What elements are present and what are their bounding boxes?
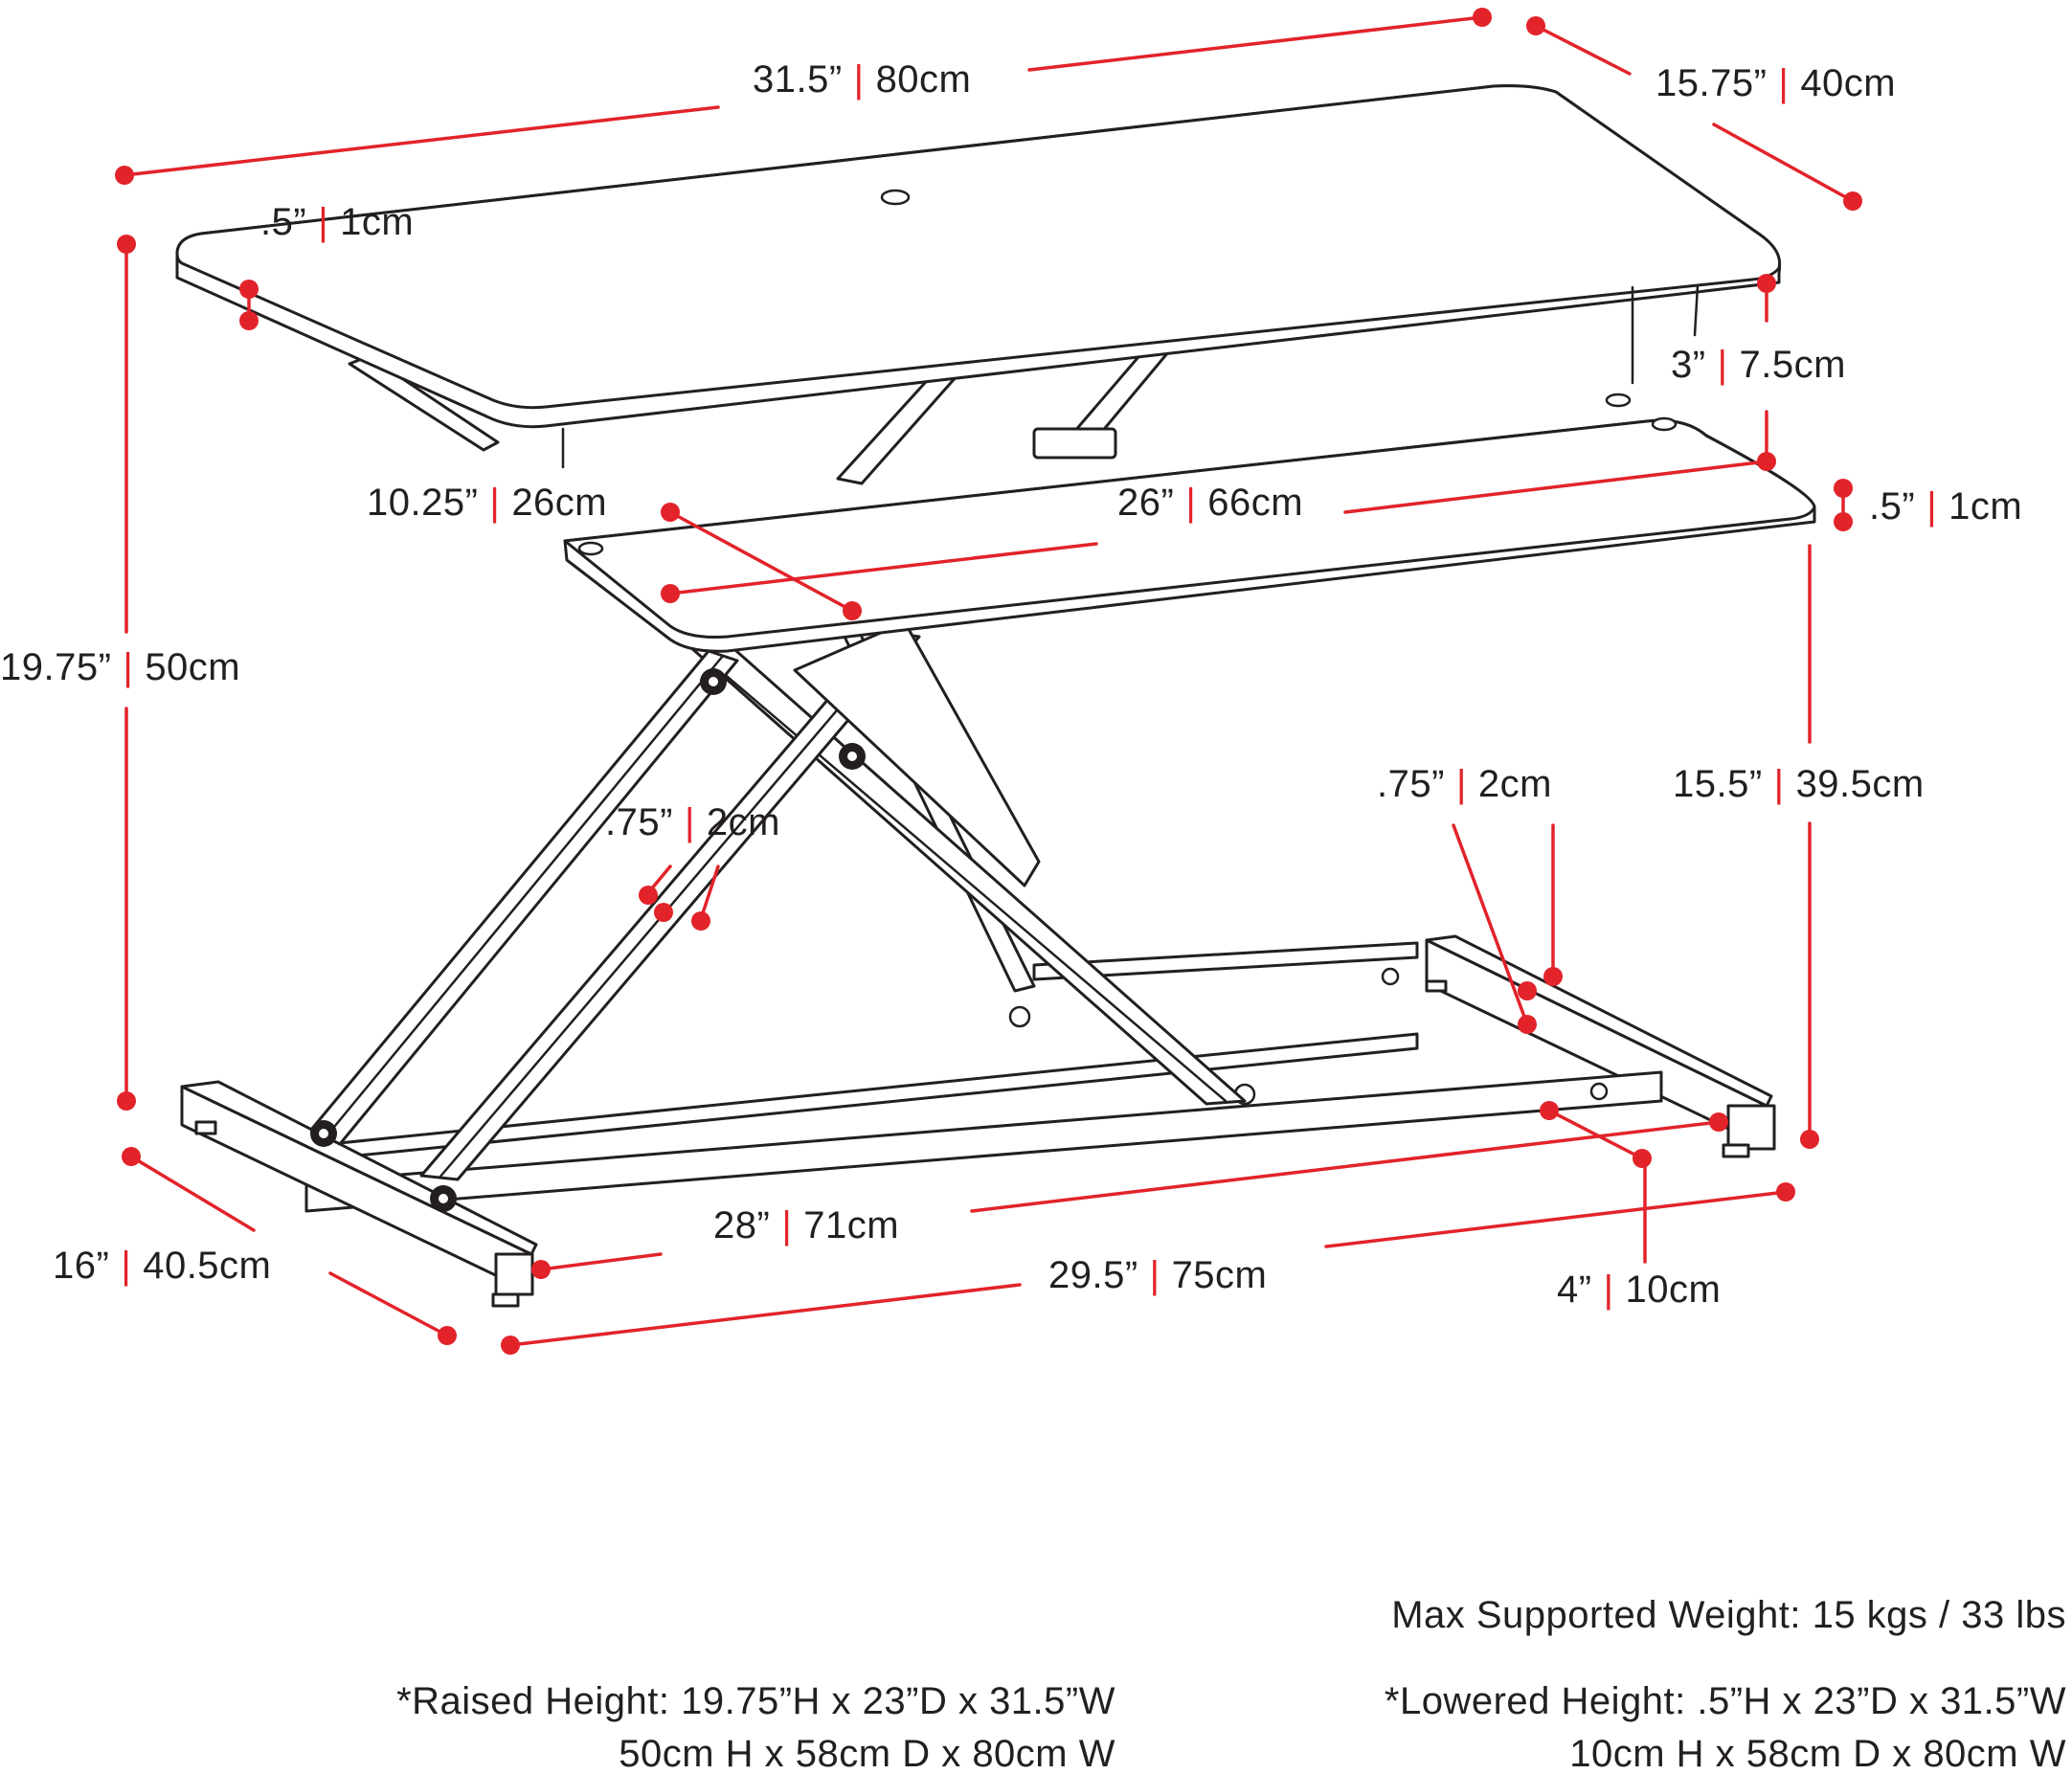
base-frame xyxy=(180,934,1776,1308)
label-foot-offset: 4”|10cm xyxy=(1557,1269,1721,1311)
label-overall-height: 19.75”|50cm xyxy=(0,646,240,688)
label-tier-gap: 3”|7.5cm xyxy=(1671,344,1846,386)
upper-arms xyxy=(348,343,1175,485)
label-base-inner-width: 28”|71cm xyxy=(713,1204,899,1246)
label-tray-depth: 10.25”|26cm xyxy=(367,482,607,524)
dimension-lines xyxy=(115,8,1862,1355)
raised-height-line2: 50cm H x 58cm D x 80cm W xyxy=(619,1733,1115,1774)
desktop-surface xyxy=(175,84,1782,469)
label-arm-width: .75”|2cm xyxy=(605,801,780,843)
label-tray-width: 26”|66cm xyxy=(1117,482,1303,524)
label-base-outer-width: 29.5”|75cm xyxy=(1048,1254,1267,1296)
label-tray-height: 15.5”|39.5cm xyxy=(1673,763,1925,805)
lowered-height-line2: 10cm H x 58cm D x 80cm W xyxy=(1569,1733,2066,1774)
label-base-tube: .75”|2cm xyxy=(1377,763,1552,805)
label-top-width: 31.5”|80cm xyxy=(753,58,971,101)
label-base-depth: 16”|40.5cm xyxy=(53,1245,271,1287)
max-weight-note: Max Supported Weight: 15 kgs / 33 lbs xyxy=(1391,1594,2066,1636)
label-top-thickness: .5”|1cm xyxy=(260,201,414,243)
spec-notes: Max Supported Weight: 15 kgs / 33 lbs *R… xyxy=(396,1594,2066,1774)
label-top-depth: 15.75”|40cm xyxy=(1655,62,1896,104)
lowered-height-line1: *Lowered Height: .5”H x 23”D x 31.5”W xyxy=(1385,1680,2066,1722)
raised-height-line1: *Raised Height: 19.75”H x 23”D x 31.5”W xyxy=(396,1680,1115,1722)
dimension-labels: 31.5”|80cm 15.75”|40cm .5”|1cm 19.75”|50… xyxy=(0,58,2022,1311)
label-tray-thickness: .5”|1cm xyxy=(1869,485,2022,528)
keyboard-tray xyxy=(563,393,1816,653)
desk-drawing xyxy=(175,84,1816,1308)
